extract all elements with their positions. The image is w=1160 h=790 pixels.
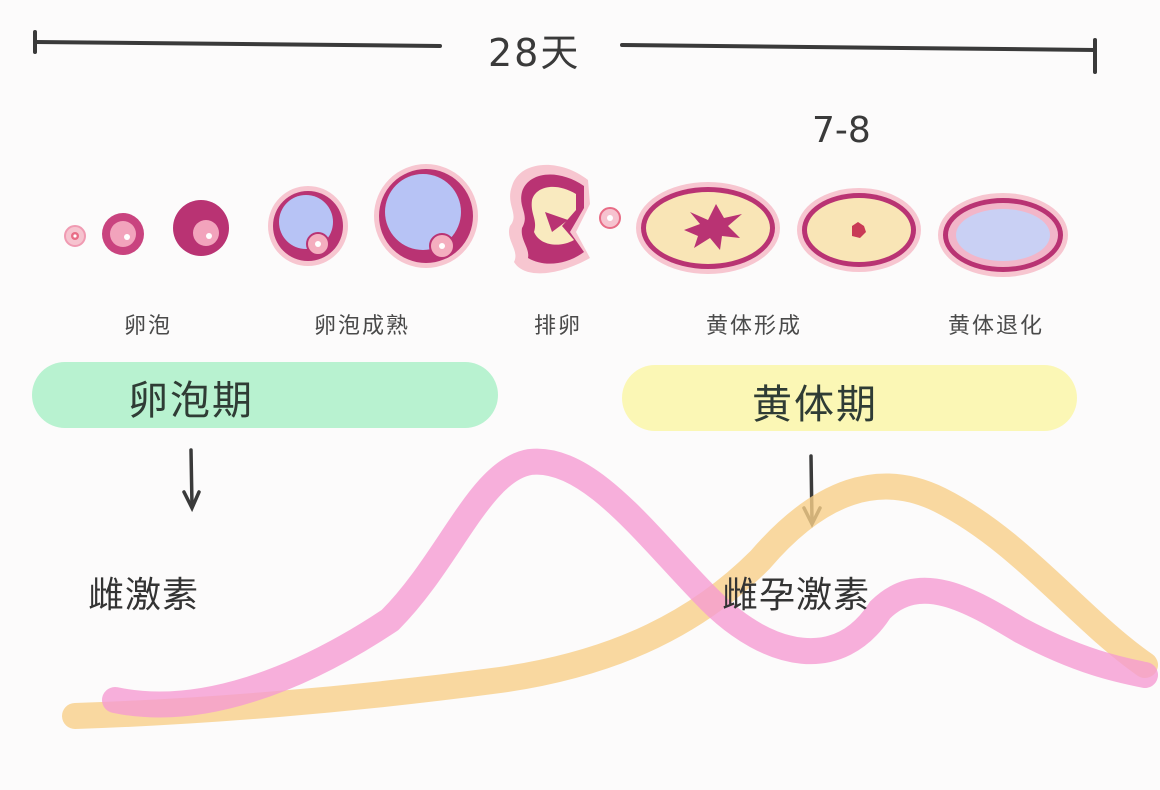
follicle-icon: [268, 186, 348, 266]
follicle-icon: [64, 225, 86, 247]
follicular-phase-label: 卵泡期: [128, 378, 254, 424]
arrow-down-icon: [182, 448, 201, 513]
stage-label-mature-follicle: 卵泡成熟: [314, 314, 411, 339]
follicular-phase-band: [32, 362, 498, 428]
timeline-bracket: [33, 30, 1097, 74]
progesterone-label: 雌孕激素: [722, 575, 871, 616]
stage-label-corpus-luteum-formation: 黄体形成: [706, 314, 803, 339]
progesterone-curve: [62, 473, 1158, 729]
follicle-icon: [374, 164, 478, 268]
day-range-label: 7-8: [812, 110, 871, 151]
follicle-icon: [173, 200, 229, 256]
stage-label-ovulation: 排卵: [534, 314, 583, 339]
cycle-length-label: 28天: [488, 31, 581, 75]
corpus-luteum-icon: [636, 182, 780, 274]
corpus-luteum-regressing-icon: [938, 193, 1068, 277]
luteal-phase-label: 黄体期: [752, 382, 878, 428]
ovulation-icon: [508, 164, 621, 274]
follicle-icon: [102, 213, 144, 255]
corpus-luteum-icon: [797, 188, 921, 272]
stage-label-corpus-luteum-regression: 黄体退化: [948, 314, 1045, 339]
estrogen-curve: [102, 448, 1158, 718]
luteal-phase-band: [622, 365, 1077, 431]
stage-label-follicle: 卵泡: [124, 314, 173, 339]
estrogen-label: 雌激素: [88, 575, 200, 616]
